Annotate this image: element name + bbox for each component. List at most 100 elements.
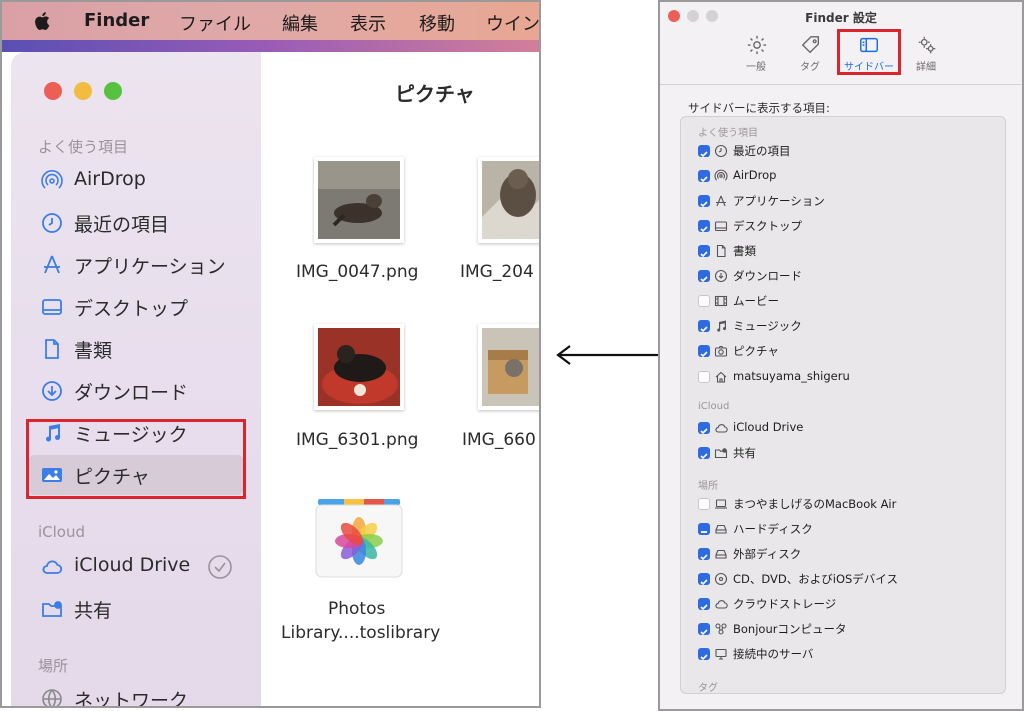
checkbox-checked[interactable]: [698, 548, 710, 561]
applications-icon: [44, 255, 60, 274]
file-thumbnail[interactable]: [478, 157, 539, 243]
sidebar-item-icloud-drive[interactable]: iCloud Drive: [28, 547, 244, 587]
checkbox-unchecked[interactable]: [698, 371, 710, 383]
sidebar-item-airdrop[interactable]: AirDrop: [28, 161, 244, 201]
menu-view[interactable]: 表示: [350, 14, 386, 35]
apple-logo-icon[interactable]: [32, 10, 54, 32]
sidebar-item-downloads[interactable]: ダウンロード: [28, 371, 244, 411]
option-airdrop[interactable]: AirDrop: [698, 167, 998, 185]
sidebar-item-label: ダウンロード: [74, 382, 189, 404]
checkbox-checked[interactable]: [698, 648, 710, 661]
checkbox-checked[interactable]: [698, 195, 710, 208]
option-cd-dvd-ios[interactable]: CD、DVD、およびiOSデバイス: [698, 570, 998, 588]
option-label: 最近の項目: [733, 144, 791, 158]
checkbox-checked[interactable]: [698, 422, 710, 435]
option-icloud-drive[interactable]: iCloud Drive: [698, 419, 998, 437]
gears-icon: [918, 36, 936, 54]
airdrop-icon: [714, 169, 728, 181]
sidebar-item-applications[interactable]: アプリケーション: [28, 245, 244, 285]
option-music[interactable]: ミュージック: [698, 317, 998, 335]
option-applications[interactable]: アプリケーション: [698, 192, 998, 210]
option-movies[interactable]: ムービー: [698, 292, 998, 310]
sidebar-item-label: デスクトップ: [74, 298, 189, 320]
file-thumbnail[interactable]: [314, 324, 404, 410]
music-icon: [717, 320, 727, 332]
checkbox-checked[interactable]: [698, 220, 710, 233]
network-icon: [42, 689, 62, 706]
option-pictures[interactable]: ピクチャ: [698, 342, 998, 360]
option-cloud-storage[interactable]: クラウドストレージ: [698, 595, 998, 613]
checkbox-checked[interactable]: [698, 245, 710, 258]
option-external-disks[interactable]: 外部ディスク: [698, 545, 998, 563]
sidebar-item-label: ネットワーク: [74, 690, 189, 708]
minimize-button[interactable]: [687, 10, 699, 22]
sidebar-item-label: ピクチャ: [74, 466, 150, 488]
option-bonjour[interactable]: Bonjourコンピュータ: [698, 620, 998, 638]
sidebar-item-documents[interactable]: 書類: [28, 329, 244, 369]
checkbox-unchecked[interactable]: [698, 295, 710, 307]
option-label: ミュージック: [733, 319, 802, 333]
checkbox-checked[interactable]: [698, 270, 710, 283]
sidebar-item-shared[interactable]: 共有: [28, 589, 244, 629]
disc-icon: [714, 572, 728, 586]
section-header-favorites: よく使う項目: [698, 128, 758, 139]
tab-advanced[interactable]: 詳細: [896, 32, 956, 74]
option-label: 書類: [733, 244, 756, 258]
checkbox-checked[interactable]: [698, 623, 710, 636]
option-recents[interactable]: 最近の項目: [698, 142, 998, 160]
file-thumbnail[interactable]: [314, 157, 404, 243]
tab-sidebar[interactable]: サイドバー: [838, 32, 900, 74]
tab-tags[interactable]: タグ: [780, 32, 840, 74]
sidebar-item-desktop[interactable]: デスクトップ: [28, 287, 244, 327]
tab-label: 詳細: [916, 62, 936, 73]
option-label: アプリケーション: [733, 194, 825, 208]
checkbox-checked[interactable]: [698, 170, 710, 183]
option-documents[interactable]: 書類: [698, 242, 998, 260]
menu-edit[interactable]: 編集: [282, 14, 318, 35]
clock-icon: [714, 144, 728, 158]
menu-finder[interactable]: Finder: [84, 10, 150, 31]
checkbox-checked[interactable]: [698, 145, 710, 158]
sidebar-item-pictures[interactable]: ピクチャ: [28, 455, 244, 495]
option-desktop[interactable]: デスクトップ: [698, 217, 998, 235]
zoom-button[interactable]: [706, 10, 718, 22]
laptop-icon: [715, 499, 727, 509]
menu-file[interactable]: ファイル: [179, 14, 251, 35]
menu-window[interactable]: ウイン: [486, 14, 540, 35]
sidebar-item-label: ミュージック: [74, 424, 188, 446]
toolbar-divider: [660, 84, 1022, 85]
option-hard-disk[interactable]: ハードディスク: [698, 520, 998, 538]
sidebar-item-network[interactable]: ネットワーク: [28, 679, 244, 708]
file-name-line2: Library....toslibrary: [281, 623, 441, 643]
checkbox-checked[interactable]: [698, 573, 710, 586]
tab-label: タグ: [800, 62, 820, 73]
option-downloads[interactable]: ダウンロード: [698, 267, 998, 285]
sidebar-item-label: 共有: [74, 600, 113, 622]
close-button[interactable]: [44, 82, 62, 100]
checkbox-mixed[interactable]: [698, 523, 710, 535]
close-button[interactable]: [668, 10, 680, 22]
option-label: 共有: [733, 446, 756, 460]
option-connected-servers[interactable]: 接続中のサーバ: [698, 645, 998, 663]
option-shared[interactable]: 共有: [698, 444, 998, 462]
checkbox-checked[interactable]: [698, 320, 710, 333]
shared-folder-icon: [714, 448, 728, 459]
checkbox-checked[interactable]: [698, 345, 710, 358]
zoom-button[interactable]: [104, 82, 122, 100]
window-title: Finder 設定: [805, 11, 877, 25]
menu-go[interactable]: 移動: [419, 14, 455, 35]
checkbox-checked[interactable]: [698, 447, 710, 460]
file-name: IMG_6301.png: [296, 430, 419, 450]
checkbox-checked[interactable]: [698, 598, 710, 611]
photos-library-thumbnail[interactable]: [314, 499, 404, 579]
checkbox-unchecked[interactable]: [698, 498, 710, 510]
sidebar-items-panel: [680, 116, 1006, 694]
option-label: デスクトップ: [733, 219, 802, 233]
option-this-mac[interactable]: まつやましげるのMacBook Air: [698, 495, 998, 513]
file-thumbnail[interactable]: [478, 324, 539, 410]
sidebar-item-music[interactable]: ミュージック: [28, 413, 244, 453]
tab-general[interactable]: 一般: [726, 32, 786, 74]
sidebar-item-recents[interactable]: 最近の項目: [28, 203, 244, 243]
option-home[interactable]: matsuyama_shigeru: [698, 368, 998, 386]
minimize-button[interactable]: [74, 82, 92, 100]
